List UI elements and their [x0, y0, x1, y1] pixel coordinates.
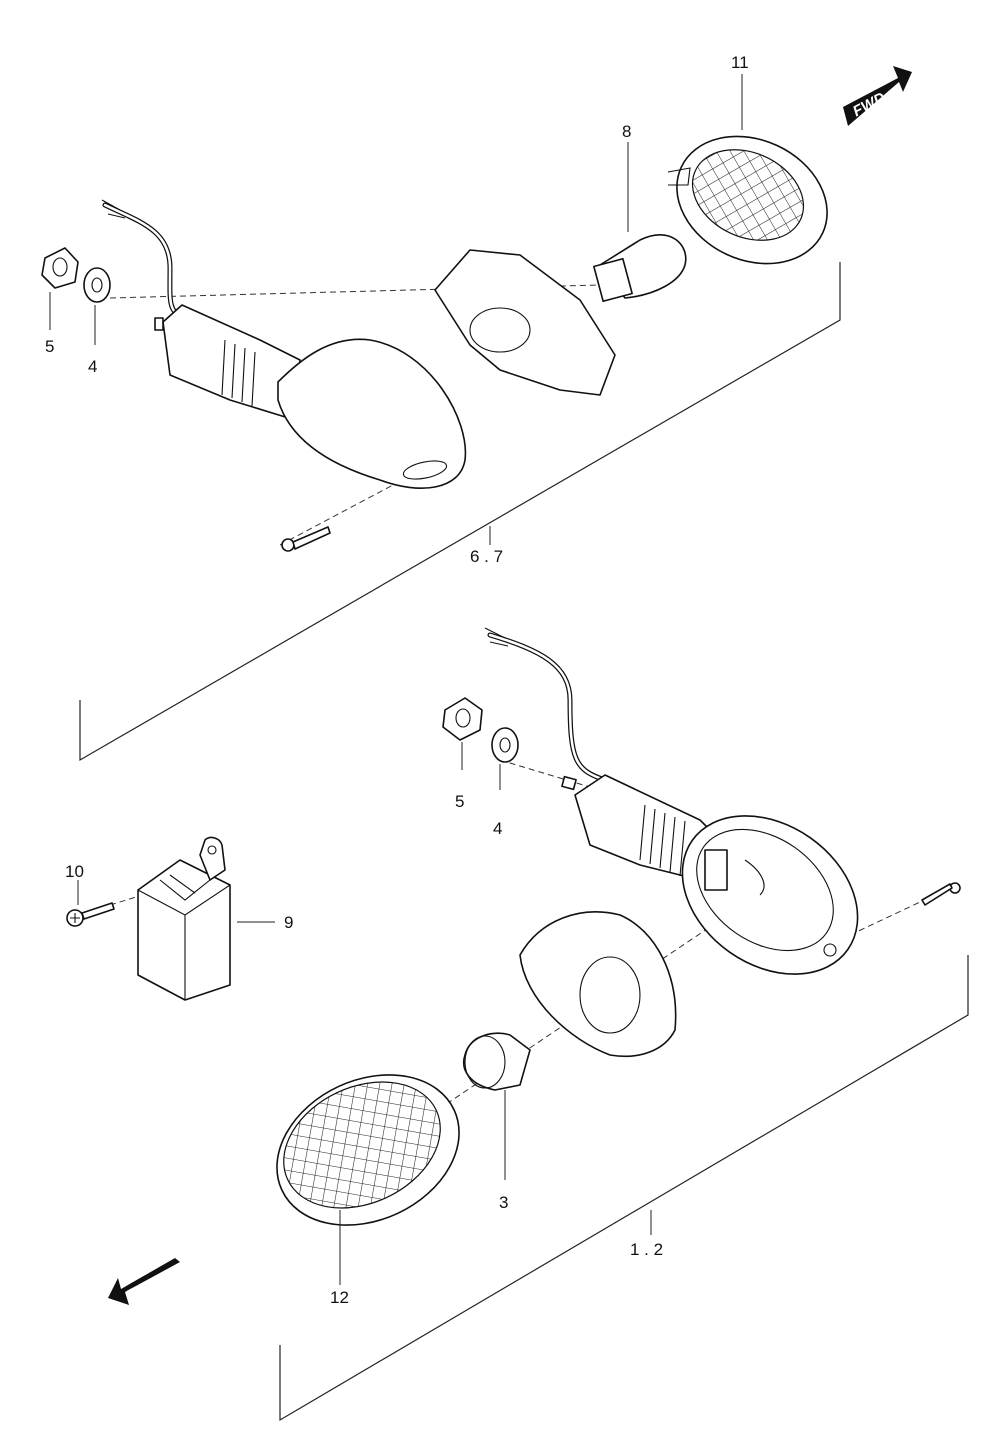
upper-lens — [667, 135, 828, 265]
upper-bulb — [593, 234, 687, 303]
upper-screw — [281, 526, 331, 552]
callout-10: 10 — [65, 862, 84, 881]
lower-turn-signal-assembly: FWD — [65, 627, 969, 1422]
upper-socket-bore — [469, 307, 531, 353]
upper-housing — [277, 338, 467, 489]
callout-1-2: 1 . 2 — [630, 1240, 663, 1259]
flasher-relay — [137, 836, 231, 1001]
callout-8: 8 — [622, 122, 631, 141]
lower-nut — [442, 697, 483, 741]
fwd-arrow-icon-bottom: FWD — [108, 1258, 180, 1305]
upper-wire — [101, 199, 185, 321]
callout-11: 11 — [731, 53, 749, 72]
callout-4-upper: 4 — [88, 357, 97, 376]
upper-turn-signal-assembly: FWD — [41, 53, 912, 762]
lower-centerline — [499, 759, 601, 791]
callout-9: 9 — [284, 913, 293, 932]
lower-assembly-bracket — [279, 955, 969, 1422]
lower-lens — [276, 1074, 460, 1226]
fwd-arrow-icon-top: FWD — [843, 66, 912, 126]
upper-centerline — [109, 284, 601, 299]
upper-washer — [83, 267, 111, 303]
lower-housing-terminal — [704, 849, 728, 891]
callout-4-lower: 4 — [493, 819, 502, 838]
lower-wire — [484, 627, 608, 783]
lower-bulb — [463, 1032, 531, 1091]
lower-washer — [491, 727, 519, 763]
lower-housing — [681, 815, 859, 975]
callout-12: 12 — [330, 1288, 349, 1307]
upper-assembly-bracket — [79, 262, 841, 762]
lower-socket-bore — [579, 956, 641, 1034]
callout-5-upper: 5 — [45, 337, 54, 356]
callout-3: 3 — [499, 1193, 508, 1212]
upper-screw-hole — [402, 460, 448, 480]
lower-screw-axis — [849, 894, 936, 936]
upper-nut — [41, 247, 79, 289]
relay-screw — [66, 902, 115, 927]
lower-housing-screw — [921, 882, 961, 906]
callout-5-lower: 5 — [455, 792, 464, 811]
lower-bulb-socket — [519, 911, 677, 1057]
upper-bulb-socket — [434, 249, 616, 396]
callout-6-7: 6 . 7 — [470, 547, 503, 566]
